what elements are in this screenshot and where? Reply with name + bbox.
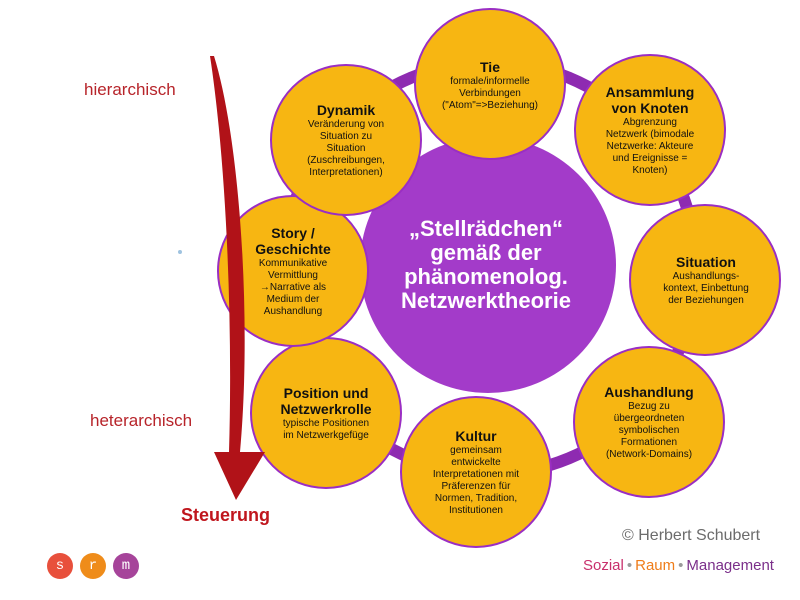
- node-desc: Aushandlungs-: [672, 270, 740, 282]
- center-title: „Stellrädchen“ gemäß der phänomenolog. N…: [356, 150, 616, 380]
- copyright: © Herbert Schubert: [622, 527, 761, 544]
- node-circle-ansammlung: [574, 54, 726, 206]
- brand-separator: •: [626, 557, 633, 574]
- node-title: Dynamik: [316, 101, 376, 118]
- brand-word: Management: [686, 557, 774, 574]
- decorative-dot: [178, 250, 182, 254]
- node-desc: typische Positionen: [282, 417, 370, 429]
- node-desc: Formationen: [620, 436, 678, 448]
- node-desc: formale/informelle: [450, 75, 530, 87]
- node-title: Story /: [271, 224, 315, 241]
- node-ansammlung: Ansammlung von Knoten Abgrenzung Netzwer…: [580, 78, 720, 182]
- node-position: Position und Netzwerkrolle typische Posi…: [260, 378, 392, 448]
- node-circle-aushandlung: [573, 346, 725, 498]
- logo-letter-r: r: [80, 553, 106, 579]
- steuerung-arrow: [210, 56, 265, 500]
- node-desc: Bezug zu: [628, 400, 670, 412]
- node-desc: Netzwerk (bimodale: [605, 128, 695, 140]
- brand-word: Sozial: [583, 557, 624, 574]
- node-aushandlung: Aushandlung Bezug zu übergeordneten symb…: [580, 376, 718, 468]
- node-desc: der Beziehungen: [668, 294, 744, 306]
- node-desc: Präferenzen für: [441, 480, 511, 492]
- center-line: gemäß der: [430, 240, 542, 265]
- node-title: Ansammlung: [605, 83, 695, 100]
- node-circle-kultur: [400, 396, 552, 548]
- node-desc: symbolischen: [618, 424, 680, 436]
- brand-separator: •: [678, 557, 684, 574]
- node-title: Aushandlung: [604, 383, 694, 400]
- node-desc: Verbindungen: [459, 87, 521, 99]
- node-desc: Situation: [326, 142, 366, 154]
- center-line: phänomenolog.: [404, 264, 568, 289]
- node-desc: Knoten): [632, 164, 668, 176]
- node-tie: Tie formale/informelle Verbindungen ("At…: [425, 50, 555, 120]
- node-desc: und Ereignisse =: [612, 152, 688, 164]
- brand-word: Raum: [635, 557, 676, 574]
- node-desc: (Network-Domains): [605, 448, 693, 460]
- node-circle-dynamik: [270, 64, 422, 216]
- node-desc: entwickelte: [451, 456, 501, 468]
- node-desc: Abgrenzung: [623, 116, 677, 128]
- node-circle-story: [217, 195, 369, 347]
- node-desc: Aushandlung: [263, 305, 323, 317]
- node-title: Situation: [676, 253, 736, 270]
- node-desc: →Narrative als: [259, 281, 327, 293]
- node-desc: Normen, Tradition,: [434, 492, 518, 504]
- node-desc: übergeordneten: [613, 412, 685, 424]
- node-desc: Veränderung von: [307, 118, 385, 130]
- center-line: Netzwerktheorie: [401, 288, 571, 313]
- node-title: Netzwerkrolle: [280, 400, 372, 417]
- node-situation: Situation Aushandlungs- kontext, Einbett…: [640, 248, 772, 312]
- node-desc: Institutionen: [449, 504, 503, 516]
- label-steuerung: Steuerung: [181, 505, 271, 525]
- logo-letter-m: m: [113, 553, 139, 579]
- logo-letter-s: s: [47, 553, 73, 579]
- node-desc: ("Atom"=>Beziehung): [441, 99, 539, 111]
- node-desc: kontext, Einbettung: [663, 282, 749, 294]
- label-hierarchisch: hierarchisch: [84, 80, 176, 99]
- node-circle-situation: [629, 204, 781, 356]
- label-heterarchisch: heterarchisch: [90, 411, 193, 430]
- node-title: Kultur: [455, 427, 497, 444]
- node-story: Story / Geschichte Kommunikative Vermitt…: [232, 218, 354, 324]
- node-kultur: Kultur gemeinsam entwickelte Interpretat…: [410, 420, 542, 524]
- node-circle-tie: [414, 8, 566, 160]
- brand-tagline: Sozial•Raum•Management: [583, 557, 774, 574]
- node-desc: Vermittlung: [267, 269, 318, 281]
- center-circle: [360, 137, 616, 393]
- node-title: Tie: [480, 58, 500, 75]
- node-desc: Medium der: [266, 293, 320, 305]
- node-desc: Interpretationen mit: [432, 468, 520, 480]
- node-title: von Knoten: [611, 99, 689, 116]
- node-desc: Netzwerke: Akteure: [606, 140, 694, 152]
- node-dynamik: Dynamik Veränderung von Situation zu Sit…: [285, 95, 407, 185]
- node-desc: Kommunikative: [258, 257, 328, 269]
- node-title: Geschichte: [255, 240, 331, 257]
- node-desc: Situation zu: [319, 130, 373, 142]
- node-desc: (Zuschreibungen,: [307, 154, 385, 166]
- center-line: „Stellrädchen“: [408, 216, 564, 241]
- node-desc: gemeinsam: [450, 444, 502, 456]
- node-desc: Interpretationen): [309, 166, 383, 178]
- node-desc: im Netzwerkgefüge: [283, 429, 369, 441]
- node-title: Position und: [283, 384, 369, 401]
